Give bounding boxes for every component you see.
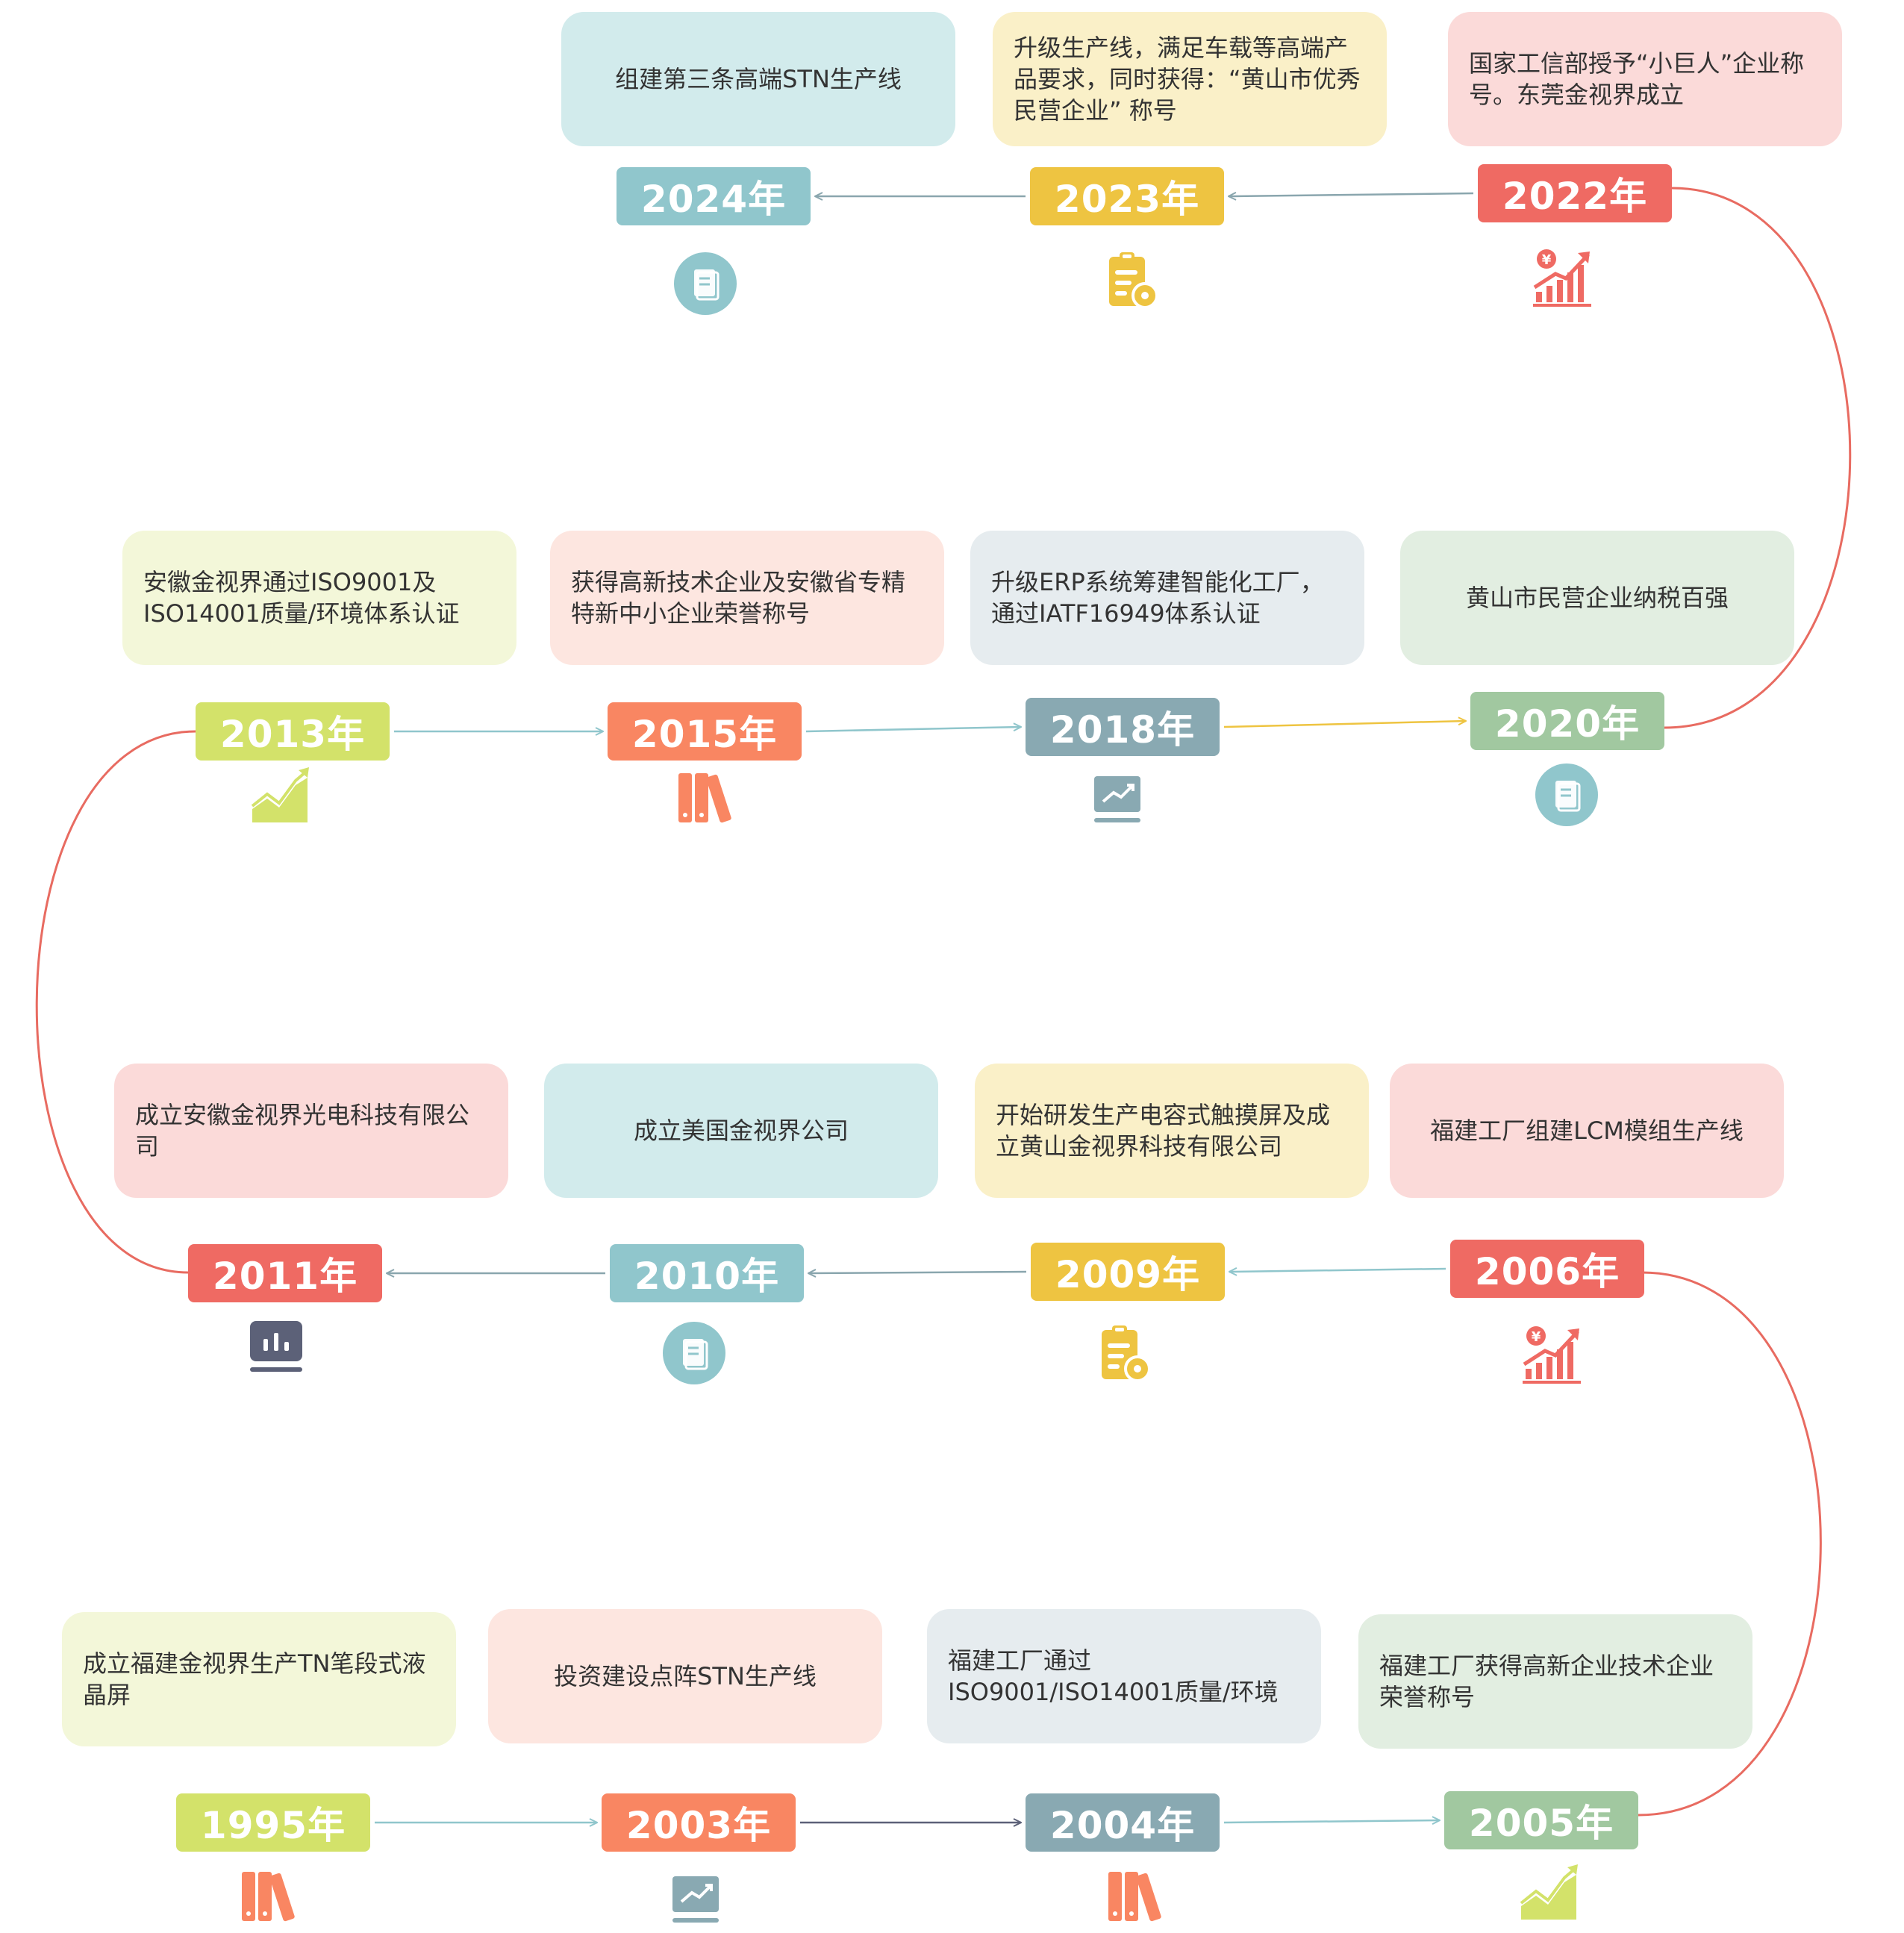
year-badge-2003: 2003年 [602, 1793, 796, 1852]
year-badge-1995: 1995年 [176, 1793, 370, 1852]
trend-area-icon [246, 761, 313, 828]
year-badge-2018: 2018年 [1026, 698, 1220, 756]
monitor-trend-icon [662, 1866, 729, 1933]
milestone-text: 投资建设点阵STN生产线 [554, 1662, 817, 1690]
monitor-trend-icon [1084, 766, 1151, 833]
timeline-arrow [808, 1272, 1027, 1273]
milestone-card-2005: 福建工厂获得高新企业技术企业荣誉称号 [1358, 1614, 1752, 1749]
growth-chart-yen-icon: ¥ [1518, 1320, 1585, 1387]
milestone-text: 安徽金视界通过ISO9001及ISO14001质量/环境体系认证 [143, 568, 460, 628]
year-badge-2013: 2013年 [196, 702, 390, 761]
milestone-text: 国家工信部授予“小巨人”企业称号。东莞金视界成立 [1469, 49, 1805, 109]
year-badge-2010: 2010年 [610, 1244, 804, 1302]
timeline-arrow [1229, 1269, 1446, 1272]
year-badge-2004: 2004年 [1026, 1793, 1220, 1852]
milestone-text: 黄山市民营企业纳税百强 [1465, 584, 1729, 612]
year-badge-2011: 2011年 [188, 1244, 382, 1302]
trend-area-icon [1515, 1858, 1582, 1926]
year-badge-2024: 2024年 [617, 167, 811, 225]
milestone-card-2006: 福建工厂组建LCM模组生产线 [1390, 1064, 1784, 1198]
timeline-arrow [1223, 721, 1466, 728]
milestone-card-2020: 黄山市民营企业纳税百强 [1400, 531, 1794, 665]
curve-2013-to-2011 [35, 730, 196, 1274]
books-icon [1099, 1863, 1167, 1930]
clipboard-tag-icon [1090, 1320, 1157, 1387]
year-badge-2006: 2006年 [1450, 1240, 1644, 1298]
growth-chart-yen-icon: ¥ [1529, 243, 1596, 310]
books-icon [233, 1863, 300, 1930]
curve-2022-to-2020 [1664, 187, 1852, 729]
milestone-card-2010: 成立美国金视界公司 [544, 1064, 938, 1198]
dashboard-icon [243, 1314, 310, 1381]
svg-text:¥: ¥ [1542, 252, 1552, 268]
milestone-text: 开始研发生产电容式触摸屏及成立黄山金视界科技有限公司 [996, 1101, 1331, 1161]
year-badge-2020: 2020年 [1470, 692, 1664, 750]
books-icon [669, 764, 737, 831]
year-badge-2005: 2005年 [1444, 1791, 1638, 1849]
timeline-arrow [805, 727, 1021, 733]
curve-2005-to-2006 [1638, 1271, 1822, 1817]
document-icon [1533, 761, 1600, 828]
milestone-card-2011: 成立安徽金视界光电科技有限公司 [114, 1064, 508, 1198]
timeline-arrow [1229, 193, 1474, 196]
milestone-text: 组建第三条高端STN生产线 [615, 65, 902, 93]
milestone-card-2004: 福建工厂通过ISO9001/ISO14001质量/环境 [927, 1609, 1321, 1743]
milestone-card-2013: 安徽金视界通过ISO9001及ISO14001质量/环境体系认证 [122, 531, 516, 665]
milestone-card-2009: 开始研发生产电容式触摸屏及成立黄山金视界科技有限公司 [975, 1064, 1369, 1198]
milestone-card-2022: 国家工信部授予“小巨人”企业称号。东莞金视界成立 [1448, 12, 1842, 146]
milestone-card-2003: 投资建设点阵STN生产线 [488, 1609, 882, 1743]
clipboard-tag-icon [1097, 246, 1164, 313]
milestone-text: 成立福建金视界生产TN笔段式液晶屏 [83, 1649, 426, 1709]
year-badge-2023: 2023年 [1030, 167, 1224, 225]
milestone-card-2018: 升级ERP系统筹建智能化工厂，通过IATF16949体系认证 [970, 531, 1364, 665]
milestone-text: 成立美国金视界公司 [633, 1117, 849, 1145]
milestone-card-2015: 获得高新技术企业及安徽省专精特新中小企业荣誉称号 [550, 531, 944, 665]
milestone-card-2024: 组建第三条高端STN生产线 [561, 12, 955, 146]
timeline-arrow [1223, 1820, 1440, 1823]
milestone-text: 福建工厂获得高新企业技术企业荣誉称号 [1379, 1652, 1714, 1711]
document-icon [661, 1320, 728, 1387]
milestone-card-2023: 升级生产线，满足车载等高端产品要求，同时获得：“黄山市优秀民营企业” 称号 [993, 12, 1387, 146]
milestone-card-1995: 成立福建金视界生产TN笔段式液晶屏 [62, 1612, 456, 1746]
document-icon [672, 250, 739, 317]
year-badge-2022: 2022年 [1478, 164, 1672, 222]
milestone-text: 成立安徽金视界光电科技有限公司 [135, 1101, 470, 1161]
milestone-text: 升级生产线，满足车载等高端产品要求，同时获得：“黄山市优秀民营企业” 称号 [1014, 34, 1361, 125]
milestone-text: 福建工厂通过ISO9001/ISO14001质量/环境 [948, 1646, 1279, 1706]
year-badge-2015: 2015年 [608, 702, 802, 761]
milestone-text: 升级ERP系统筹建智能化工厂，通过IATF16949体系认证 [991, 568, 1324, 628]
svg-text:¥: ¥ [1532, 1329, 1541, 1345]
milestone-text: 福建工厂组建LCM模组生产线 [1430, 1117, 1744, 1145]
year-badge-2009: 2009年 [1031, 1243, 1225, 1301]
milestone-text: 获得高新技术企业及安徽省专精特新中小企业荣誉称号 [571, 568, 906, 628]
